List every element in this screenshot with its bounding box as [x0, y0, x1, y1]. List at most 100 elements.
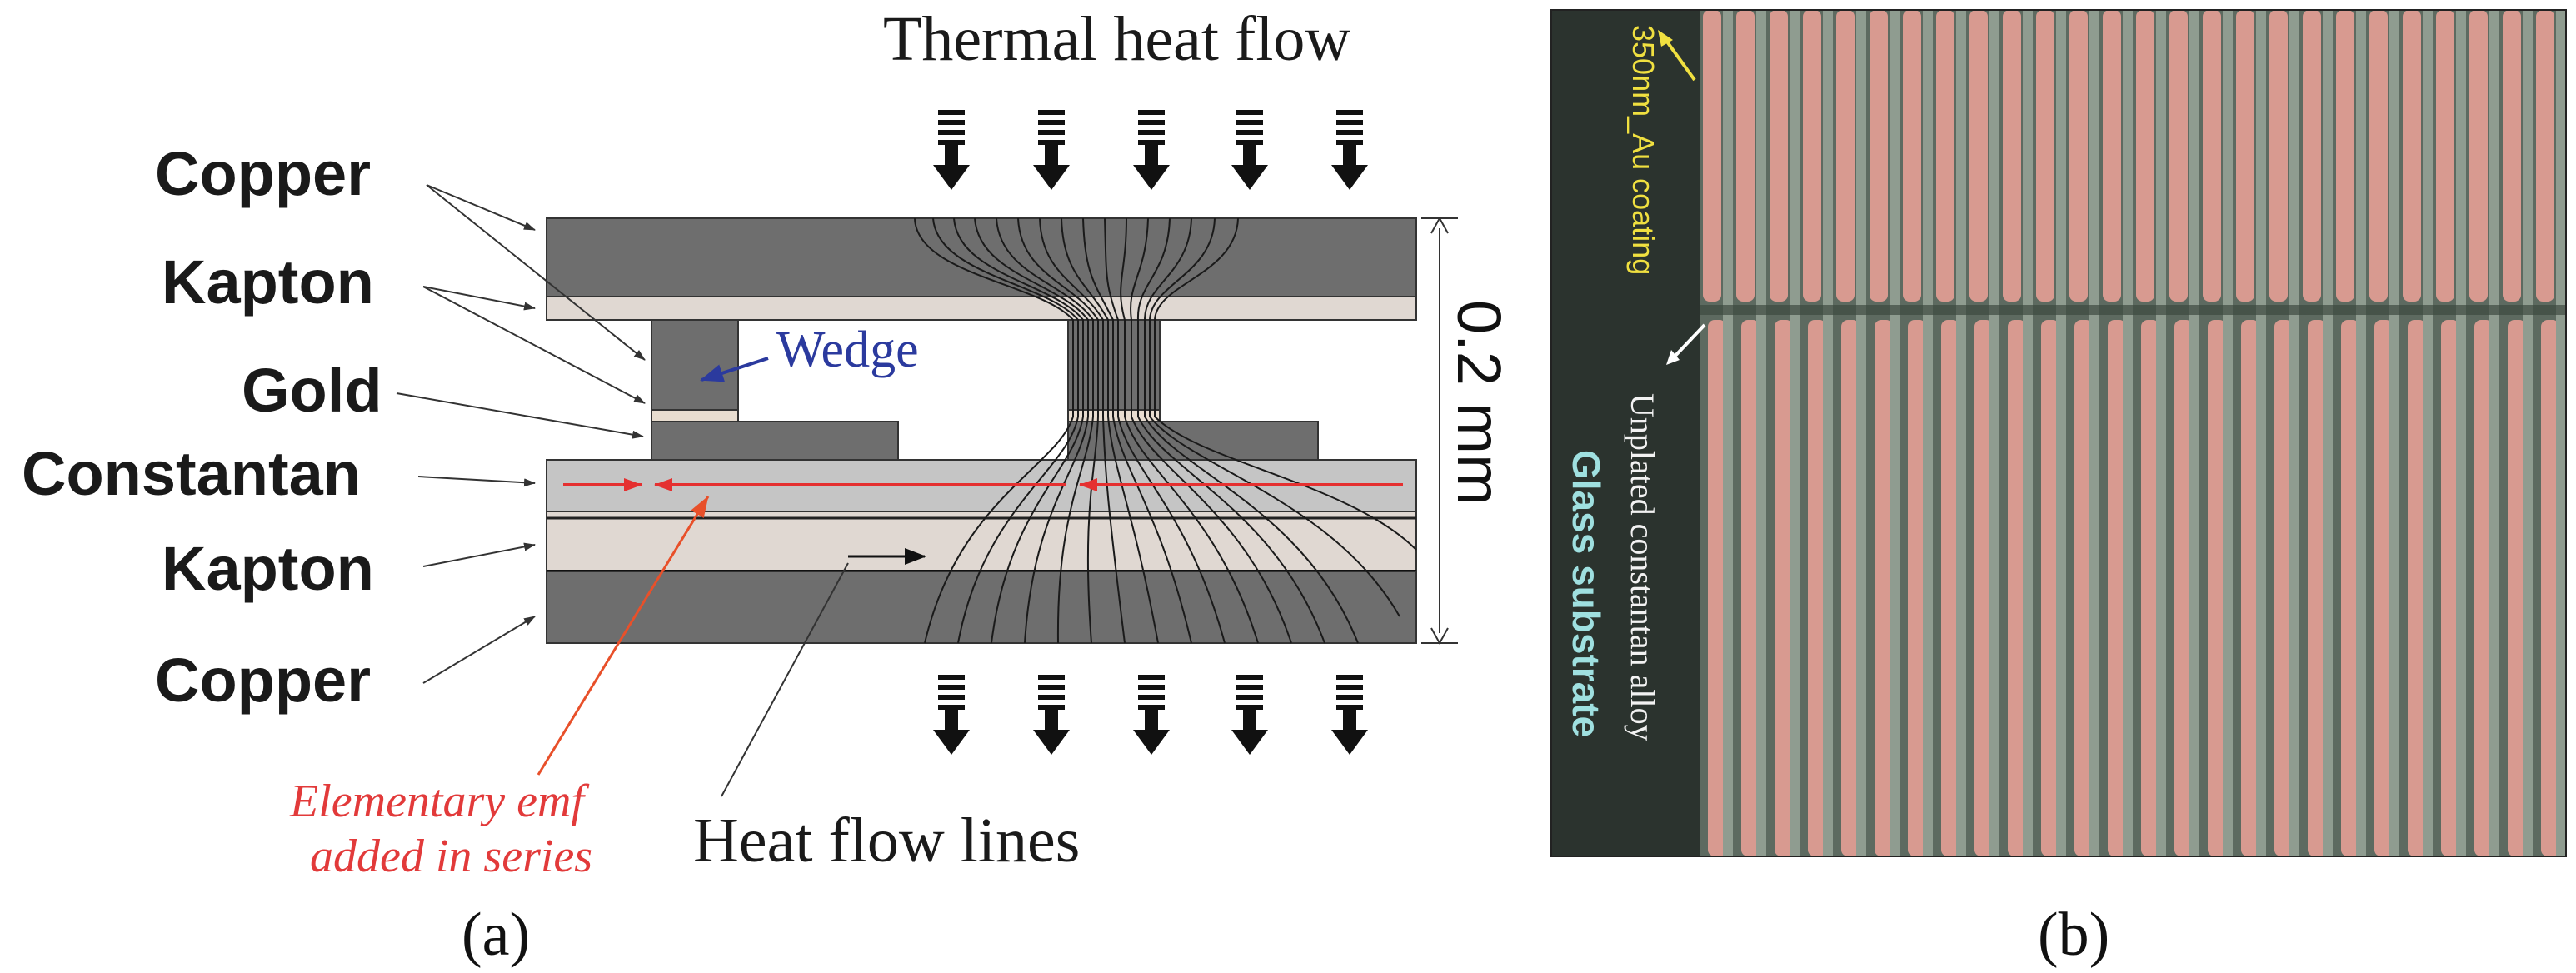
label-copper-top: Copper [155, 139, 371, 208]
gold-stripe [1936, 10, 1954, 302]
kapton-top-layer [546, 296, 1417, 321]
constantan-stripe [1723, 10, 1733, 856]
panel-a: Thermal heat flow [22, 4, 1514, 969]
gold-stripe [2303, 10, 2321, 302]
wedge-left [651, 319, 739, 411]
constantan-stripe [2056, 10, 2066, 856]
gold-stripe [1836, 10, 1855, 302]
gold-stripe [2169, 10, 2188, 302]
gold-stripe [2436, 10, 2454, 302]
glass-label: Glass substrate [1565, 450, 1608, 737]
label-gold: Gold [242, 356, 382, 425]
heat-lines-pointer [721, 562, 849, 797]
panel-a-caption: (a) [462, 901, 530, 969]
gold-stripe [2241, 320, 2259, 856]
gold-stripe [2408, 320, 2426, 856]
heat-arrow-icon [1133, 675, 1170, 755]
top-heat-arrows [933, 110, 1368, 190]
constantan-stripe [2023, 10, 2033, 856]
thickness-bracket [1421, 216, 1458, 646]
gold-stripe [1969, 10, 1988, 302]
heat-arrow-icon [1033, 110, 1070, 190]
emf-label-line2: added in series [310, 831, 592, 882]
gold-stripe [2269, 10, 2288, 302]
constantan-stripe [1823, 10, 1833, 856]
gold-stripe [2008, 320, 2026, 856]
gold-stripe [2536, 10, 2554, 302]
gold-stripe [2508, 320, 2526, 856]
cross-section [546, 217, 1417, 644]
heat-arrow-icon [933, 110, 970, 190]
gold-stripe [2108, 320, 2126, 856]
constantan-stripe [2356, 10, 2366, 856]
constantan-stripe [1956, 10, 1966, 856]
gold-stripe [1974, 320, 1993, 856]
constantan-stripe [2156, 10, 2166, 856]
gold-stripe [2003, 10, 2021, 302]
layer-labels: Copper Kapton Gold Constantan Kapton Cop… [22, 139, 382, 715]
label-constantan: Constantan [22, 439, 361, 508]
micrograph-frame [1550, 9, 2567, 857]
gold-stripe [1775, 320, 1793, 856]
gold-stripe [1941, 320, 1959, 856]
gold-stripe [1770, 10, 1788, 302]
constantan-stripe [2256, 10, 2266, 856]
au-pointer [1663, 37, 1696, 82]
constantan-stripe [1790, 10, 1800, 856]
constantan-stripe [2523, 10, 2533, 856]
kapton-bottom-layer [546, 511, 1417, 572]
gold-stripe [2403, 10, 2421, 302]
gold-stripe [2069, 10, 2088, 302]
heat-arrow-icon [1231, 110, 1268, 190]
constantan-stripe [2123, 10, 2133, 856]
heat-arrow-icon [1331, 110, 1368, 190]
au-label: 350nm_Au coating [1626, 25, 1660, 275]
thickness-label: 0.2 mm [1445, 300, 1514, 506]
constantan-stripe [1989, 10, 1999, 856]
gold-stripe [2103, 10, 2121, 302]
gold-stripe [2336, 10, 2354, 302]
constantan-stripe [1756, 10, 1766, 856]
panel-b: 350nm_Au coating Unplated constantan all… [1550, 9, 2567, 969]
gold-stripe [2369, 10, 2388, 302]
gold-stripe [2503, 10, 2521, 302]
gold-stripe [2308, 320, 2326, 856]
gold-stripe [1703, 10, 1721, 302]
heat-arrow-icon [1033, 675, 1070, 755]
gold-stripe [2474, 320, 2493, 856]
label-copper-bottom: Copper [155, 646, 371, 715]
heat-arrow-icon [1133, 110, 1170, 190]
constantan-stripe [2189, 10, 2199, 856]
constantan-stripe [2489, 10, 2499, 856]
constantan-stripe [2223, 10, 2233, 856]
gold-stripe [2541, 320, 2559, 856]
gold-stripe [1741, 320, 1760, 856]
gold-stripe [1808, 320, 1826, 856]
constantan-stripe [2556, 10, 2566, 856]
gold-stripe [1903, 10, 1921, 302]
constantan-stripe [2423, 10, 2433, 856]
gold-stripe [2441, 320, 2459, 856]
gold-stripe [2174, 320, 2193, 856]
gold-stripe [1870, 10, 1888, 302]
gold-stripe [2341, 320, 2359, 856]
emf-label-line1: Elementary emf [289, 776, 590, 827]
constantan-stripe [2289, 10, 2299, 856]
emf-pointer [537, 496, 710, 776]
constantan-stripe [1890, 10, 1900, 856]
gold-stripe [1708, 320, 1726, 856]
gold-stripe [2074, 320, 2093, 856]
gold-stripe [1803, 10, 1821, 302]
bottom-heat-arrows [933, 675, 1368, 755]
gold-stripe [2469, 10, 2488, 302]
wedge-label: Wedge [776, 322, 919, 378]
heat-flow-lines [914, 217, 1417, 644]
stripe-array [1703, 10, 2566, 856]
gold-stripe [2203, 10, 2221, 302]
gold-stripe [1736, 10, 1755, 302]
unplated-pointer-head [1666, 350, 1680, 365]
gold-stripe [2036, 10, 2054, 302]
copper-bottom-layer [546, 571, 1417, 644]
heat-arrow-icon [1231, 675, 1268, 755]
